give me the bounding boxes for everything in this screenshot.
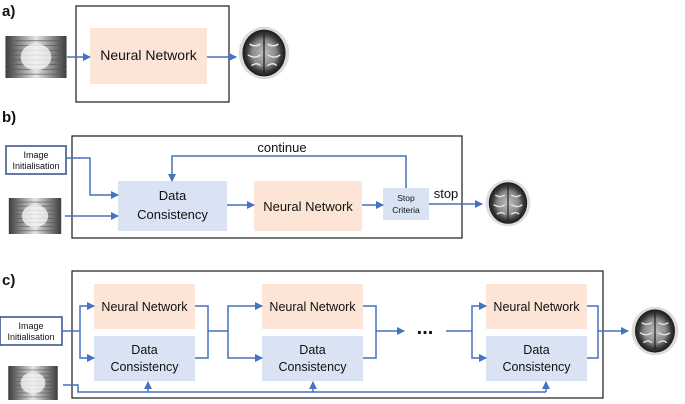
panel-c-arrow-block1-merge xyxy=(195,305,228,359)
panel-a-input-kspace-icon xyxy=(5,36,67,78)
panel-b-consistency-line1: Data xyxy=(159,188,187,203)
panel-c-arrow-to-consistency2 xyxy=(227,331,263,362)
panel-a-label: a) xyxy=(2,3,15,20)
panel-b-consistency-box xyxy=(118,181,227,231)
panel-c-arrow-block2-merge xyxy=(363,305,404,359)
panel-b-consistency-line2: Consistency xyxy=(137,207,208,222)
panel-c-block1-consistency-line1: Data xyxy=(131,343,157,357)
panel-a-network-label: Neural Network xyxy=(100,47,197,63)
panel-b-stop-line2: Criteria xyxy=(392,205,420,215)
panel-c-block3-network-box xyxy=(486,284,587,329)
panel-a-network-box xyxy=(90,28,207,84)
panel-c-label: c) xyxy=(2,272,15,289)
panel-b-output-brain-icon xyxy=(484,179,532,227)
panel-c-input-kspace-icon xyxy=(7,366,59,400)
panel-c-block2-consistency-box xyxy=(262,336,363,381)
panel-b-stop-label: stop xyxy=(434,186,459,201)
panel-b-input-kspace-icon xyxy=(8,198,62,234)
panel-b-stop-line1: Stop xyxy=(397,193,415,203)
panel-c-output-brain-icon xyxy=(630,306,680,356)
panel-c-block3-network-label: Neural Network xyxy=(493,300,580,314)
panel-c-arrow-to-consistency3 xyxy=(471,331,487,362)
panel-b-arrow-init-to-consistency xyxy=(66,157,119,199)
panel-c-block1-network-box xyxy=(94,284,195,329)
panel-b-network-label: Neural Network xyxy=(263,199,353,214)
panel-c-block2-consistency-line1: Data xyxy=(299,343,325,357)
panel-b-network-box xyxy=(254,181,362,231)
panel-c-block2-network-label: Neural Network xyxy=(269,300,356,314)
panel-b-init-line1: Image xyxy=(23,150,48,160)
panel-c-arrow-to-network3 xyxy=(471,302,487,331)
panel-b-frame xyxy=(71,135,463,239)
panel-c-init-line1: Image xyxy=(18,321,43,331)
panel-c-arrow-init-to-consistency1 xyxy=(79,331,95,362)
panel-c-block1-network-label: Neural Network xyxy=(101,300,188,314)
panel-c-block2-network-box xyxy=(262,284,363,329)
panel-c-block3-consistency-box xyxy=(486,336,587,381)
panel-c-block3-consistency-line1: Data xyxy=(523,343,549,357)
panel-c-block3-consistency-line2: Consistency xyxy=(502,360,571,374)
panel-c-block1-consistency-line2: Consistency xyxy=(110,360,179,374)
panel-b-stop-criteria-box xyxy=(383,188,429,220)
panel-c-arrow-to-network2 xyxy=(227,302,263,331)
panel-c-block1-consistency-box xyxy=(94,336,195,381)
panel-c-ellipsis: ... xyxy=(417,317,434,339)
panel-b-init-line2: Initialisation xyxy=(12,161,59,171)
panel-b-init-box xyxy=(5,145,67,175)
panel-b-continue-label: continue xyxy=(257,140,306,155)
panel-c-arrow-init-to-network1 xyxy=(79,302,95,331)
panel-c-frame xyxy=(71,270,604,399)
panel-c-init-line2: Initialisation xyxy=(7,332,54,342)
panel-a-output-brain-icon xyxy=(238,26,290,80)
panel-b-arrow-continue-loop xyxy=(168,155,407,188)
panel-c-kspace-feed-line xyxy=(63,384,546,393)
panel-c-block2-consistency-line2: Consistency xyxy=(278,360,347,374)
panel-c-arrow-block3-merge xyxy=(587,305,628,359)
panel-b-label: b) xyxy=(2,109,16,126)
